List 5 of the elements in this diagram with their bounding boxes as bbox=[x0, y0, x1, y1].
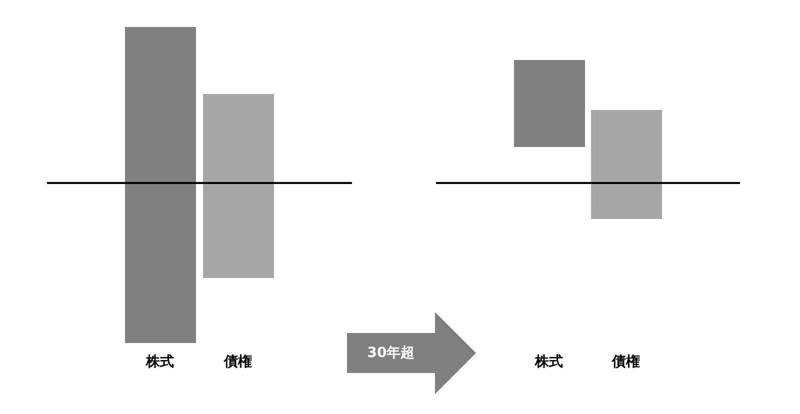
column-label: 債権 bbox=[224, 353, 252, 371]
column-label: 株式 bbox=[146, 353, 174, 371]
column-label: 債権 bbox=[612, 353, 640, 371]
column-label: 株式 bbox=[535, 353, 563, 371]
arrow-label: 30年超 bbox=[367, 344, 415, 362]
